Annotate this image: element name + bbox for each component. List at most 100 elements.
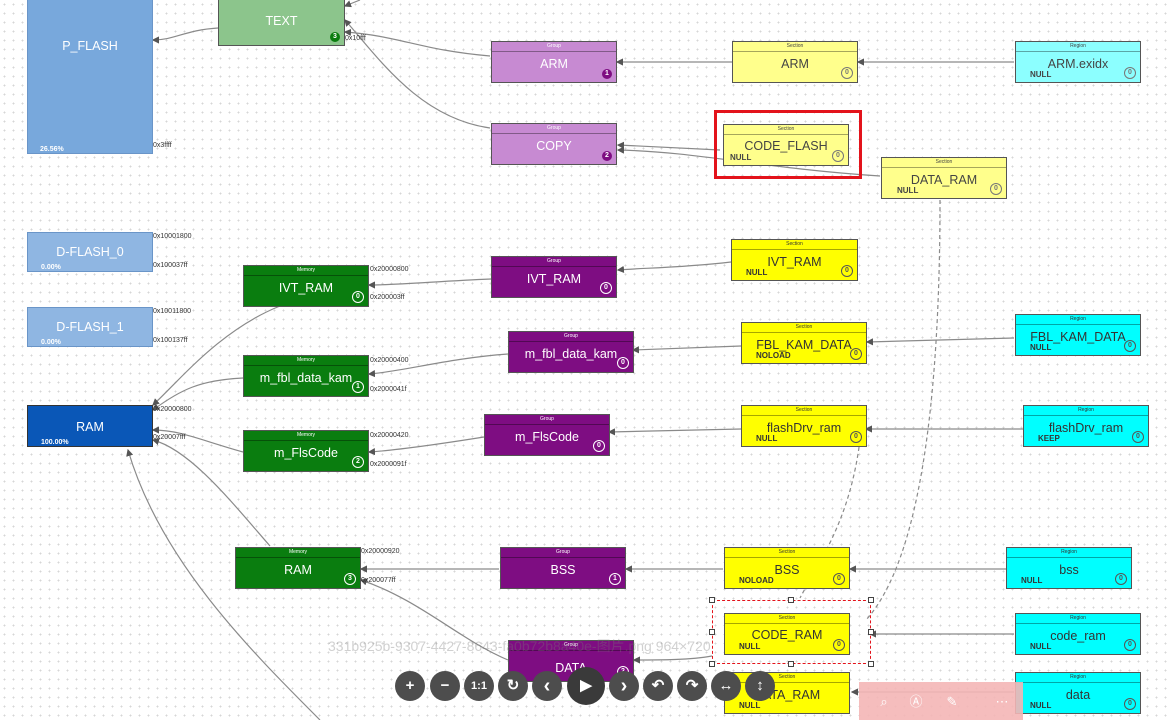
node-sublabel: NULL [756, 434, 778, 443]
node-header: Region [1007, 548, 1131, 558]
node-sublabel: NOLOAD [739, 576, 774, 585]
count-badge: 0 [1124, 340, 1136, 352]
node-header: Section [882, 158, 1006, 168]
section-code-ram[interactable]: Section CODE_RAM NULL 0 [724, 613, 850, 655]
region-arm-exidx[interactable]: Region ARM.exidx NULL 0 [1015, 41, 1141, 83]
section-fbl-kam-data[interactable]: Section FBL_KAM_DATA NOLOAD 0 [741, 322, 867, 364]
highlight-box [714, 110, 862, 179]
node-header: Region [1016, 614, 1140, 624]
search-icon[interactable]: ⌕ [880, 694, 888, 709]
node-header: Group [501, 548, 625, 558]
group-m-fbl-data-kam[interactable]: Group m_fbl_data_kam 0 [508, 331, 634, 373]
count-badge: 0 [833, 573, 845, 585]
count-badge: 3 [330, 32, 340, 42]
region-code-ram[interactable]: Region code_ram NULL 0 [1015, 613, 1141, 655]
section-bss[interactable]: Section BSS NOLOAD 0 [724, 547, 850, 589]
address-start: 0x20000800 [153, 406, 192, 413]
flip-horizontal-icon[interactable]: ↔ [711, 671, 741, 701]
section-ivt-ram[interactable]: Section IVT_RAM NULL 0 [731, 239, 858, 281]
count-badge: 0 [593, 440, 605, 452]
section-arm[interactable]: Section ARM 0 [732, 41, 858, 83]
undo-icon[interactable]: ↶ [643, 671, 673, 701]
node-label: BSS [774, 563, 800, 577]
node-sublabel: NULL [1030, 343, 1052, 352]
node-header: Memory [244, 356, 368, 366]
resize-handle[interactable] [868, 629, 874, 635]
node-sublabel: NULL [739, 642, 761, 651]
node-label: flashDrv_ram [766, 421, 842, 435]
region-bss[interactable]: Region bss NULL 0 [1006, 547, 1132, 589]
redo-icon[interactable]: ↷ [677, 671, 707, 701]
selection-box[interactable] [712, 600, 871, 664]
memory-m-flscode[interactable]: Memory m_FlsCode 2 [243, 430, 369, 472]
side-action-bar: ⌕ Ⓐ ✎ ⋯ [859, 682, 1023, 720]
node-sublabel: NULL [739, 701, 761, 710]
section-data-ram-2[interactable]: Section DATA_RAM NULL [724, 672, 850, 714]
node-label: IVT_RAM [278, 281, 334, 295]
memory-ivt-ram[interactable]: Memory IVT_RAM 0 [243, 265, 369, 307]
address-start: 0x20000420 [370, 432, 409, 439]
edit-icon[interactable]: ✎ [946, 694, 958, 709]
node-label: ARM.exidx [1047, 57, 1109, 71]
group-arm[interactable]: Group ARM 1 [491, 41, 617, 83]
node-header: Group [509, 332, 633, 342]
address-end: 0x20007fff [153, 434, 186, 441]
node-label: DATA_RAM [753, 688, 821, 702]
section-data-ram[interactable]: Section DATA_RAM NULL 0 [881, 157, 1007, 199]
section-flashdrv-ram[interactable]: Section flashDrv_ram NULL 0 [741, 405, 867, 447]
group-ivt-ram[interactable]: Group IVT_RAM 0 [491, 256, 617, 298]
actual-size-icon[interactable]: 1:1 [464, 671, 494, 701]
memory-d-flash-0[interactable]: D-FLASH_0 0.00% [27, 232, 153, 272]
resize-handle[interactable] [788, 661, 794, 667]
zoom-in-icon[interactable]: + [395, 671, 425, 701]
region-flashdrv-ram[interactable]: Region flashDrv_ram KEEP 0 [1023, 405, 1149, 447]
count-badge: 0 [850, 431, 862, 443]
memory-d-flash-1[interactable]: D-FLASH_1 0.00% [27, 307, 153, 347]
count-badge: 0 [1124, 698, 1136, 710]
node-label: BSS [550, 563, 576, 577]
play-icon[interactable]: ▶ [567, 667, 605, 705]
ai-icon[interactable]: Ⓐ [909, 694, 923, 709]
memory-p-flash[interactable]: P_FLASH 26.56% [27, 0, 153, 154]
node-label: FBL_KAM_DATA [1030, 330, 1126, 344]
rotate-icon[interactable]: ↻ [498, 671, 528, 701]
zoom-out-icon[interactable]: − [430, 671, 460, 701]
node-sublabel: NULL [746, 268, 768, 277]
memory-ram-3[interactable]: Memory RAM 3 [235, 547, 361, 589]
next-icon[interactable]: › [609, 671, 639, 701]
node-label: CODE_FLASH [744, 139, 828, 153]
count-badge: 0 [1132, 431, 1144, 443]
node-label: m_fbl_data_kam [259, 371, 353, 385]
node-header: Section [724, 125, 848, 135]
node-header: Group [492, 42, 616, 52]
group-copy[interactable]: Group COPY 2 [491, 123, 617, 165]
count-badge: 0 [833, 639, 845, 651]
text-node[interactable]: TEXT 3 [218, 0, 345, 46]
filename-watermark: 331b925b-9307-4427-8643-fa0b72b8a40e-图片.… [328, 638, 711, 654]
more-icon[interactable]: ⋯ [995, 694, 1009, 709]
resize-handle[interactable] [868, 597, 874, 603]
memory-m-fbl-data-kam[interactable]: Memory m_fbl_data_kam 1 [243, 355, 369, 397]
memory-ram[interactable]: RAM 100.00% [27, 405, 153, 447]
node-label: COPY [536, 139, 572, 153]
region-data[interactable]: Region data NULL 0 [1015, 672, 1141, 714]
resize-handle[interactable] [709, 629, 715, 635]
prev-icon[interactable]: ‹ [532, 671, 562, 701]
resize-handle[interactable] [709, 661, 715, 667]
count-badge: 0 [352, 291, 364, 303]
resize-handle[interactable] [709, 597, 715, 603]
flip-vertical-icon[interactable]: ↕ [745, 671, 775, 701]
node-header: Section [733, 42, 857, 52]
count-badge: 3 [344, 573, 356, 585]
region-fbl-kam-data[interactable]: Region FBL_KAM_DATA NULL 0 [1015, 314, 1141, 356]
node-header: Region [1016, 42, 1140, 52]
group-m-flscode[interactable]: Group m_FlsCode 0 [484, 414, 610, 456]
section-code-flash[interactable]: Section CODE_FLASH NULL 0 [723, 124, 849, 166]
usage-percent: 0.00% [41, 264, 61, 271]
resize-handle[interactable] [788, 597, 794, 603]
node-label: DATA_RAM [910, 173, 978, 187]
resize-handle[interactable] [868, 661, 874, 667]
address-start: 0x20000400 [370, 357, 409, 364]
node-header: Group [492, 257, 616, 267]
group-bss[interactable]: Group BSS 1 [500, 547, 626, 589]
